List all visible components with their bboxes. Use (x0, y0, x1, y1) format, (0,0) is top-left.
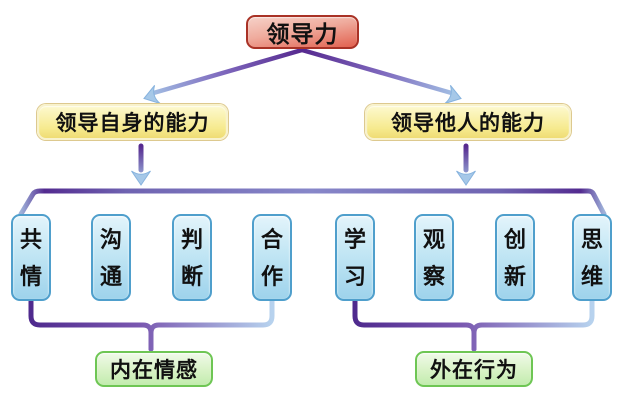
root-node-leadership: 领导力 (246, 15, 359, 49)
leaf-node-observation: 观察 (414, 214, 454, 301)
leaf-label: 学习 (343, 226, 366, 289)
leaf-node-cooperation: 合作 (252, 214, 292, 301)
arrowhead-icon (131, 170, 151, 186)
others-branch-down-arrow (456, 143, 476, 186)
leaf-label: 思维 (580, 226, 603, 289)
root-node-label: 领导力 (266, 21, 339, 47)
leaf-node-learning: 学习 (335, 214, 375, 301)
leaf-label: 沟通 (99, 226, 122, 289)
inner-category-bracket (28, 298, 275, 352)
branch-node-self-ability: 领导自身的能力 (37, 104, 228, 140)
leaf-label: 判断 (180, 226, 203, 289)
arrowhead-icon (444, 85, 462, 104)
branch-self-label: 领导自身的能力 (55, 112, 210, 135)
root-to-others-arrow (299, 47, 462, 104)
category-node-inner-emotion: 内在情感 (95, 351, 213, 387)
leaf-label: 共情 (19, 226, 42, 289)
leaf-node-innovation: 创新 (495, 214, 535, 301)
branch-node-others-ability: 领导他人的能力 (365, 104, 571, 140)
leaf-label: 观察 (422, 226, 445, 289)
leaf-label: 创新 (503, 226, 526, 289)
root-to-self-arrow (143, 47, 305, 104)
category-node-outer-behavior: 外在行为 (415, 351, 533, 387)
leaves-top-bracket (18, 188, 607, 217)
leaf-node-thinking: 思维 (572, 214, 612, 301)
category-outer-label: 外在行为 (430, 359, 518, 382)
outer-category-bracket (352, 298, 595, 352)
arrowhead-icon (456, 170, 476, 186)
leaf-node-communication: 沟通 (91, 214, 131, 301)
category-inner-label: 内在情感 (110, 359, 198, 382)
arrowhead-icon (143, 85, 161, 104)
leaf-label: 合作 (260, 226, 283, 289)
leaf-node-judgment: 判断 (172, 214, 212, 301)
leaf-node-empathy: 共情 (11, 214, 51, 301)
self-branch-down-arrow (131, 143, 151, 186)
branch-others-label: 领导他人的能力 (391, 112, 545, 135)
